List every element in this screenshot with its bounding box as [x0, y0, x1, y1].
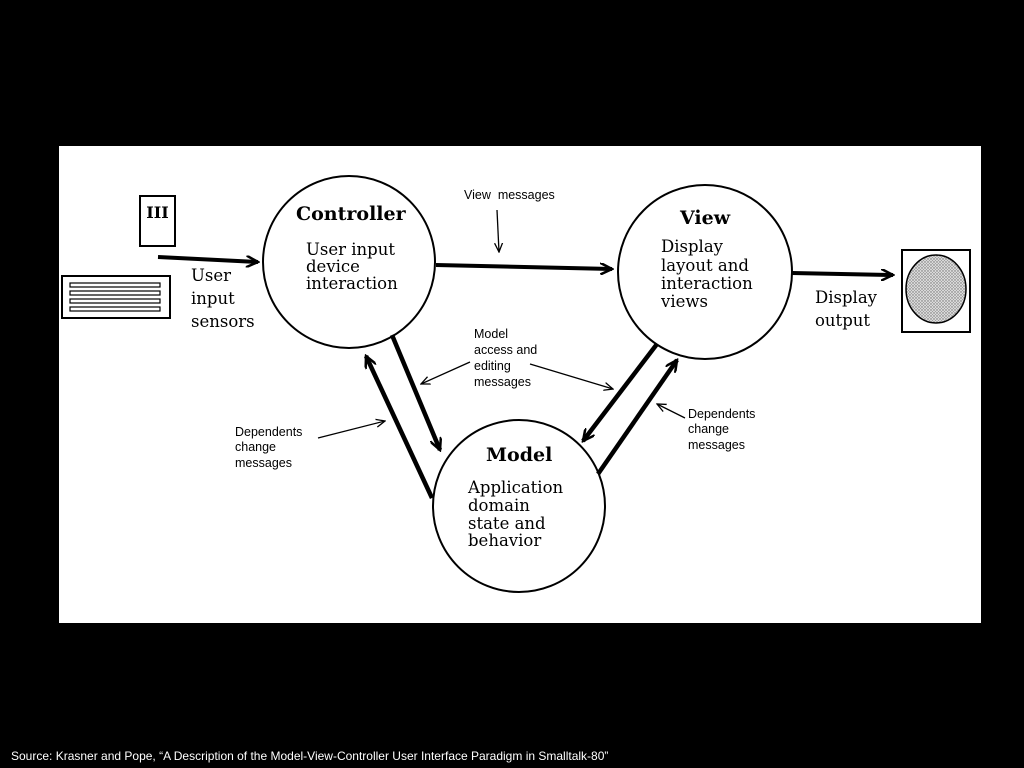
model-access-label: Model access and editing messages [474, 327, 541, 389]
model-access-pointer-left [421, 361, 471, 384]
view-messages-pointer [497, 209, 499, 252]
model-description: Application domain state and behavior [467, 478, 568, 550]
keyboard-icon [61, 275, 171, 319]
dependents-right-label: Dependents change messages [688, 407, 759, 452]
user-input-sensors-label: User input sensors [191, 266, 255, 331]
mouse-icon-label: III [146, 203, 168, 222]
controller-to-view-arrow [435, 265, 612, 269]
controller-to-model-arrow [389, 334, 440, 450]
model-to-controller-arrow [363, 356, 435, 499]
view-description: Display layout and interaction views [660, 237, 758, 311]
dependents-right-pointer [657, 404, 686, 419]
mouse-icon: III [139, 195, 176, 247]
model-node: Model Application domain state and behav… [432, 419, 606, 593]
source-caption: Source: Krasner and Pope, “A Description… [11, 749, 609, 763]
model-to-view-arrow [596, 360, 679, 476]
view-to-model-arrow [581, 342, 659, 441]
display-icon [901, 249, 971, 333]
display-output-label: Display output [815, 288, 882, 330]
view-node: View Display layout and interaction view… [617, 184, 793, 360]
model-title: Model [486, 444, 552, 466]
view-title: View [679, 207, 731, 229]
dependents-left-pointer [317, 421, 385, 439]
controller-description: User input device interaction [306, 240, 400, 293]
dependents-left-label: Dependents change messages [235, 425, 306, 470]
user-input-arrow [157, 255, 258, 262]
controller-title: Controller [296, 203, 407, 225]
view-messages-label: View messages [464, 188, 555, 202]
controller-node: Controller User input device interaction [262, 175, 436, 349]
display-output-arrow [791, 273, 893, 275]
model-access-pointer-right [529, 363, 613, 389]
